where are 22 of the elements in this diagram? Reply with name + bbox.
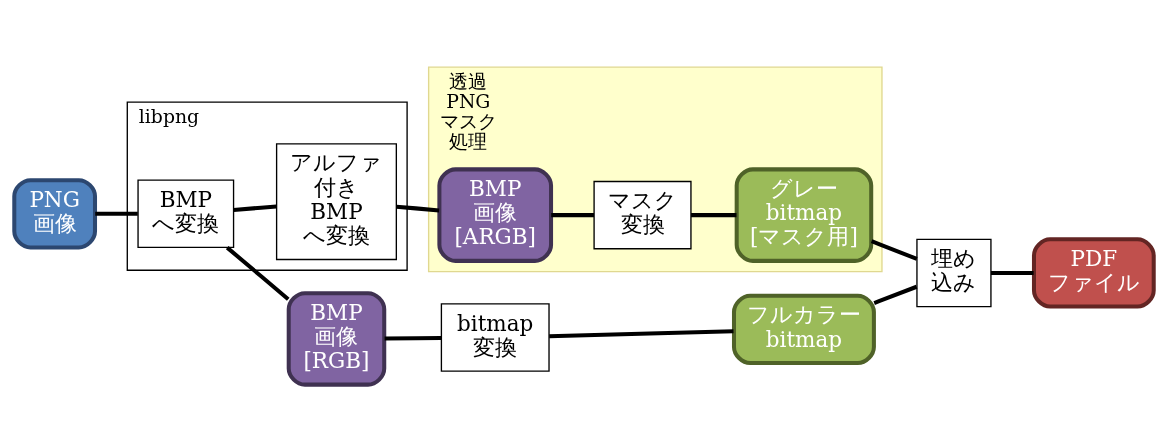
connector: [384, 335, 442, 341]
connector: [873, 284, 918, 305]
node-box: BMP 画像 [RGB]: [286, 291, 387, 387]
connector: [870, 239, 918, 261]
node-box: マスク 変換: [593, 180, 692, 250]
node-box: フルカラー bitmap: [731, 293, 876, 366]
connector: [95, 211, 138, 216]
connector: [225, 246, 290, 301]
node-box: グレー bitmap [マスク用]: [734, 167, 874, 263]
connector: [551, 213, 594, 218]
node-box: PNG 画像: [12, 178, 98, 250]
node-box: PDF ファイル: [1031, 237, 1156, 309]
connector: [990, 270, 1034, 275]
node-box: BMP へ変換: [137, 179, 235, 249]
connector: [396, 204, 440, 213]
node-box: bitmap 変換: [440, 303, 550, 372]
connector: [549, 329, 734, 339]
connector: [691, 213, 737, 218]
node-box: 埋め 込み: [916, 238, 992, 308]
connector: [233, 204, 277, 212]
node-box: BMP 画像 [ARGB]: [437, 167, 554, 263]
node-box: アルファ 付き BMP へ変換: [275, 143, 397, 261]
